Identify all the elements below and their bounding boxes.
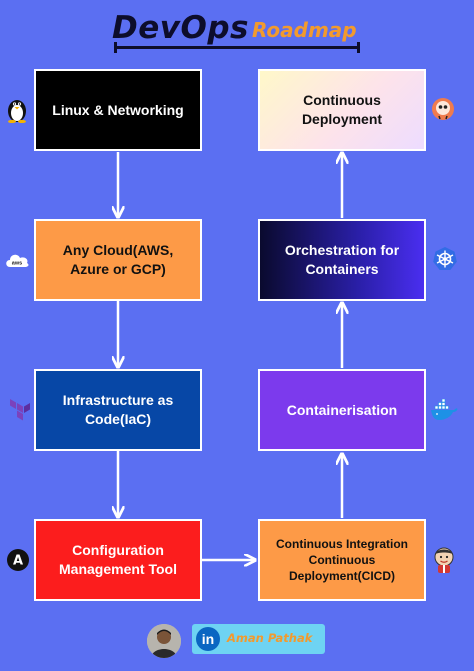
node-containers-label: Containerisation	[286, 401, 398, 418]
argo-icon	[430, 96, 456, 122]
node-continuous-deployment: Continuous Deployment	[258, 69, 426, 151]
node-orchestration-label: Orchestration for Containers	[284, 242, 400, 277]
node-any-cloud: Any Cloud(AWS, Azure or GCP)	[34, 219, 202, 301]
author-avatar	[147, 624, 181, 658]
author-badge[interactable]: in Aman Pathak	[192, 624, 325, 654]
aws-cloud-icon: aws	[4, 250, 30, 270]
node-config-management: Configuration Management Tool	[34, 519, 202, 601]
node-containerisation: Containerisation	[258, 369, 426, 451]
node-cicd-label: Continuous Integration Continuous Deploy…	[276, 536, 408, 584]
node-orchestration: Orchestration for Containers	[258, 219, 426, 301]
node-config-label: Configuration Management Tool	[59, 542, 177, 577]
node-cloud-label: Any Cloud(AWS, Azure or GCP)	[62, 242, 174, 277]
tux-penguin-icon	[4, 94, 30, 124]
title-roadmap: Roadmap	[252, 18, 357, 42]
ansible-letter: A	[13, 554, 23, 569]
linkedin-icon[interactable]: in	[196, 627, 220, 651]
node-iac: Infrastructure as Code(IaC)	[34, 369, 202, 451]
node-iac-label: Infrastructure as Code(IaC)	[62, 392, 174, 427]
roadmap-title: DevOps Roadmap	[0, 8, 474, 54]
node-linux-networking: Linux & Networking	[34, 69, 202, 151]
jenkins-icon	[431, 546, 457, 574]
ansible-icon: A	[5, 547, 31, 573]
node-cd-label: Continuous Deployment	[301, 92, 383, 127]
kubernetes-helm-icon	[432, 245, 458, 271]
title-devops: DevOps	[112, 10, 249, 46]
title-underline	[114, 42, 360, 53]
author-name: Aman Pathak	[227, 631, 313, 645]
aws-text: aws	[12, 261, 22, 267]
node-cicd: Continuous Integration Continuous Deploy…	[258, 519, 426, 601]
terraform-icon	[8, 397, 32, 423]
docker-whale-icon	[430, 398, 458, 422]
node-linux-label: Linux & Networking	[52, 101, 184, 118]
